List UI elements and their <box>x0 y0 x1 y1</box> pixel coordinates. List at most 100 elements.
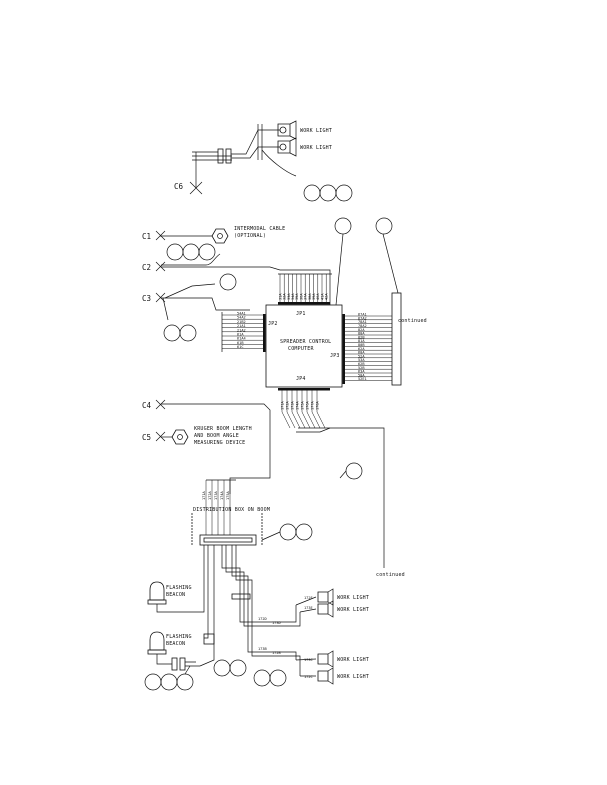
boom-wire-label: 175A <box>226 491 230 500</box>
jp4-wire <box>286 390 296 429</box>
jp3-label: JP3 <box>330 353 340 359</box>
jp4-pin-label: 173A <box>290 401 294 410</box>
intermodal-label-2: (OPTIONAL) <box>234 233 266 239</box>
jp2-pin-label: 21A2 <box>237 328 246 332</box>
jp3-pin-label: 50A <box>358 373 365 377</box>
jp1-pin-label: 41A <box>320 293 324 300</box>
jp2-label: JP2 <box>268 321 278 327</box>
c4-label: C4 <box>142 401 152 410</box>
jp2-pin-label: 21B2 <box>237 320 246 324</box>
jp2-pin-label: 61A4 <box>237 337 246 341</box>
jp3-pin-label: 67A2 <box>358 316 367 320</box>
kruger-label-1: KRUGER BOOM LENGTH <box>194 426 252 432</box>
boom-wire-label: 173A <box>214 491 218 500</box>
jp1-label: JP1 <box>296 311 306 317</box>
jp4-continued-group: continued <box>296 427 405 578</box>
flashing-beacon-upper: FLASHING BEACON <box>147 581 196 613</box>
flashing-beacon-lower: FLASHING BEACON <box>144 631 287 691</box>
c2-group: C2 <box>142 243 331 305</box>
spreader-control-computer: JP1 JP2 JP3 JP4 SPREADER CONTROL COMPUTE… <box>263 302 345 391</box>
jp4-wire <box>296 390 306 429</box>
work-light-label-4: WORK LIGHT <box>337 607 369 613</box>
jp4-pin-label: 174A <box>295 401 299 410</box>
work-light-lamp-icon <box>277 120 297 140</box>
wire-label-173d: 173D <box>272 621 281 625</box>
jp4-pin-label: 178A <box>315 401 319 410</box>
jp3-pin-label: 60A <box>358 351 365 355</box>
jp3-pin-label: 82A <box>358 328 365 332</box>
beacon-icon <box>149 581 165 601</box>
lower-routing <box>196 545 317 677</box>
beacon-icon <box>149 631 165 651</box>
jp3-pin-label: 81A <box>358 339 365 343</box>
jp1-pin-label: 31A <box>278 293 282 300</box>
wire-label-173c: 173C <box>304 658 313 662</box>
work-light-lamp-icon <box>277 137 297 157</box>
boom-wire-label: 172A <box>208 491 212 500</box>
c3-group: C3 <box>142 273 250 342</box>
jp3-pin-label: 82B <box>358 335 365 339</box>
distribution-box-label: DISTRIBUTION BOX ON BOOM <box>193 507 270 513</box>
jp3-pin-label: 62B <box>358 362 365 366</box>
wire-label-173b: 173B <box>258 647 267 651</box>
c6-label: C6 <box>174 182 184 191</box>
jp1-pin-label: 35A <box>295 293 299 300</box>
jp1-pin-strip <box>278 302 330 305</box>
work-light-label-1: WORK LIGHT <box>300 128 332 134</box>
jp4-wire <box>316 390 326 429</box>
jp3-wire-harness: 67A167A278A178A282A80A82B81A80B62A60A52A… <box>345 313 392 381</box>
jp1-pin-label: 33A <box>287 293 291 300</box>
jp3-pin-label: 78A2 <box>358 324 367 328</box>
work-light-lamp-icon <box>317 600 334 618</box>
jp4-label: JP4 <box>296 376 306 382</box>
jp2-pin-label: 61B <box>237 341 244 345</box>
work-light-lamp-icon <box>317 667 334 685</box>
kruger-label-2: AND BOOM ANGLE <box>194 433 239 439</box>
intermodal-connector-icon <box>211 228 229 244</box>
jp4-pin-label: 175A <box>300 401 304 410</box>
kruger-connector-icon <box>171 429 189 445</box>
jp3-pin-label: 52A <box>358 354 365 358</box>
work-light-lamp-icon <box>317 650 334 668</box>
boom-wire-label: 171A <box>202 491 206 500</box>
distribution-box-on-boom: DISTRIBUTION BOX ON BOOM <box>191 507 313 546</box>
jp2-pin-label: 54A2 <box>237 316 246 320</box>
jp2-pin-label: 61A <box>237 333 244 337</box>
jp4-pin-label: 177A <box>310 401 314 410</box>
c6-connector-block <box>217 148 224 164</box>
lower-work-light-group: WORK LIGHT WORK LIGHT WORK LIGHT WORK LI… <box>258 588 369 685</box>
jp2-pin-label: 21A1 <box>237 324 246 328</box>
jp4-wire <box>281 390 291 429</box>
wire-label-172b: 172B <box>272 651 281 655</box>
jp2-pin-label: 61C <box>237 345 244 349</box>
jp3-pin-label: 62A <box>358 347 365 351</box>
jp3-pin-label: 78A1 <box>358 320 367 324</box>
beacon-upper-label-1: FLASHING <box>166 585 192 591</box>
wire-label-172c: 172C <box>304 675 313 679</box>
c3-label: C3 <box>142 294 151 303</box>
computer-label-2: COMPUTER <box>288 346 314 352</box>
wire-label-173e: 173E <box>304 606 313 610</box>
continued-label-bottom: continued <box>376 572 405 578</box>
right-continued-group: continued <box>334 217 427 386</box>
jp1-pin-label: 32A <box>283 293 287 300</box>
c5-kruger-group: C5 KRUGER BOOM LENGTH AND BOOM ANGLE MEA… <box>142 426 252 446</box>
work-light-label-3: WORK LIGHT <box>337 595 369 601</box>
c2-label: C2 <box>142 263 151 272</box>
distribution-terminal-strip <box>199 534 257 546</box>
intermodal-label-1: INTERMODAL CABLE <box>234 226 285 232</box>
jp4-pin-label: 171A <box>280 401 284 410</box>
c6-ground-cross <box>189 181 203 195</box>
jp1-pin-label: 39A <box>312 293 316 300</box>
continued-label-top: continued <box>398 318 427 324</box>
work-light-lamp-icon <box>317 588 334 606</box>
c1-label: C1 <box>142 232 151 241</box>
jp3-pin-label: 53A <box>358 358 365 362</box>
jp3-pin-strip <box>342 314 345 384</box>
jp4-wire <box>301 390 311 429</box>
